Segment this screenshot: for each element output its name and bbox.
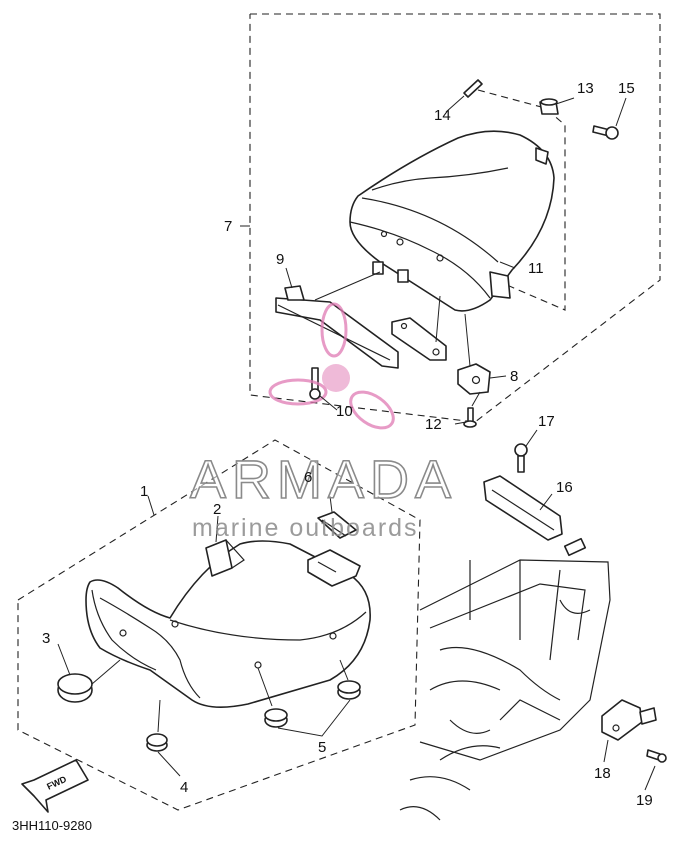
collar bbox=[539, 98, 559, 115]
pillion-seat-leader bbox=[477, 89, 566, 311]
pin bbox=[463, 79, 483, 98]
helmet-lock bbox=[601, 699, 657, 741]
frame bbox=[399, 559, 611, 821]
seat-hook bbox=[307, 549, 361, 587]
seat-tab bbox=[205, 539, 245, 577]
latch-plate bbox=[391, 317, 447, 361]
seat bbox=[85, 540, 371, 708]
callout-1: 1 bbox=[140, 483, 148, 500]
callout-11: 11 bbox=[528, 260, 544, 277]
callout-18: 18 bbox=[594, 765, 611, 782]
screw bbox=[646, 749, 667, 763]
callout-15: 15 bbox=[618, 80, 635, 97]
seat-damper bbox=[264, 708, 288, 728]
forward-arrow-icon: FWD bbox=[21, 759, 89, 813]
seat-lock bbox=[483, 475, 587, 557]
bolt bbox=[592, 125, 619, 140]
damper bbox=[317, 511, 357, 539]
callout-12: 12 bbox=[425, 416, 442, 433]
callout-2: 2 bbox=[213, 501, 221, 518]
seat-damper bbox=[337, 680, 361, 700]
callout-16: 16 bbox=[556, 479, 573, 496]
callout-9: 9 bbox=[276, 251, 284, 268]
pillion-seat bbox=[349, 130, 555, 312]
callout-7: 7 bbox=[224, 218, 232, 235]
watermark-brand: ARMADA bbox=[190, 450, 457, 510]
callout-19: 19 bbox=[636, 792, 653, 809]
callout-17: 17 bbox=[538, 413, 555, 430]
callout-13: 13 bbox=[577, 80, 594, 97]
seat-assembly-outline bbox=[17, 439, 421, 811]
brand-logo bbox=[268, 302, 395, 430]
bolt bbox=[309, 367, 321, 400]
seat-bracket-rear bbox=[457, 363, 491, 395]
watermark-tagline: marine outboards bbox=[192, 514, 419, 542]
bolt bbox=[514, 443, 528, 473]
callout-4: 4 bbox=[180, 779, 188, 796]
callout-6: 6 bbox=[304, 469, 312, 486]
diagram-code: 3HH110-9280 bbox=[12, 818, 92, 833]
callout-8: 8 bbox=[510, 368, 518, 385]
callout-5: 5 bbox=[318, 739, 326, 756]
bolt bbox=[463, 407, 477, 428]
seat-damper bbox=[57, 673, 93, 703]
callout-3: 3 bbox=[42, 630, 50, 647]
pillion-seat-assembly-outline bbox=[249, 13, 661, 423]
seat-damper bbox=[146, 733, 168, 752]
callout-10: 10 bbox=[336, 403, 353, 420]
